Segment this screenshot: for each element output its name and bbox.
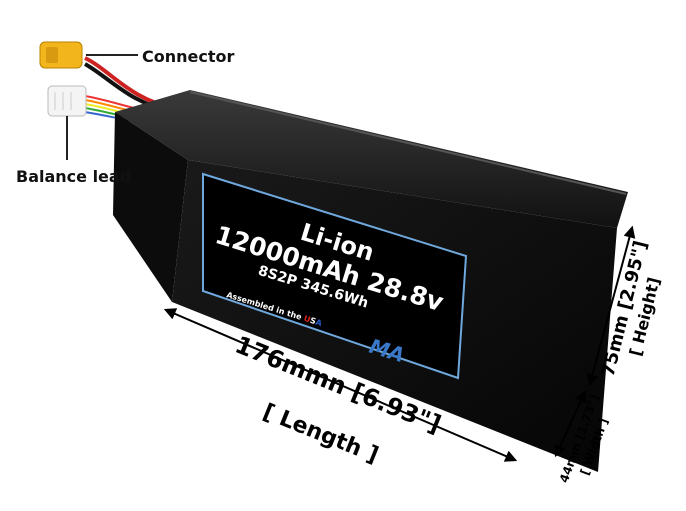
connector-callout: Connector <box>142 47 234 66</box>
balance-connector-icon <box>47 85 87 117</box>
xt-connector-icon <box>39 41 83 69</box>
length-arrow <box>163 308 518 462</box>
width-arrow <box>554 389 587 458</box>
height-arrow <box>586 225 636 387</box>
balance-lead-callout: Balance lead <box>16 167 131 186</box>
